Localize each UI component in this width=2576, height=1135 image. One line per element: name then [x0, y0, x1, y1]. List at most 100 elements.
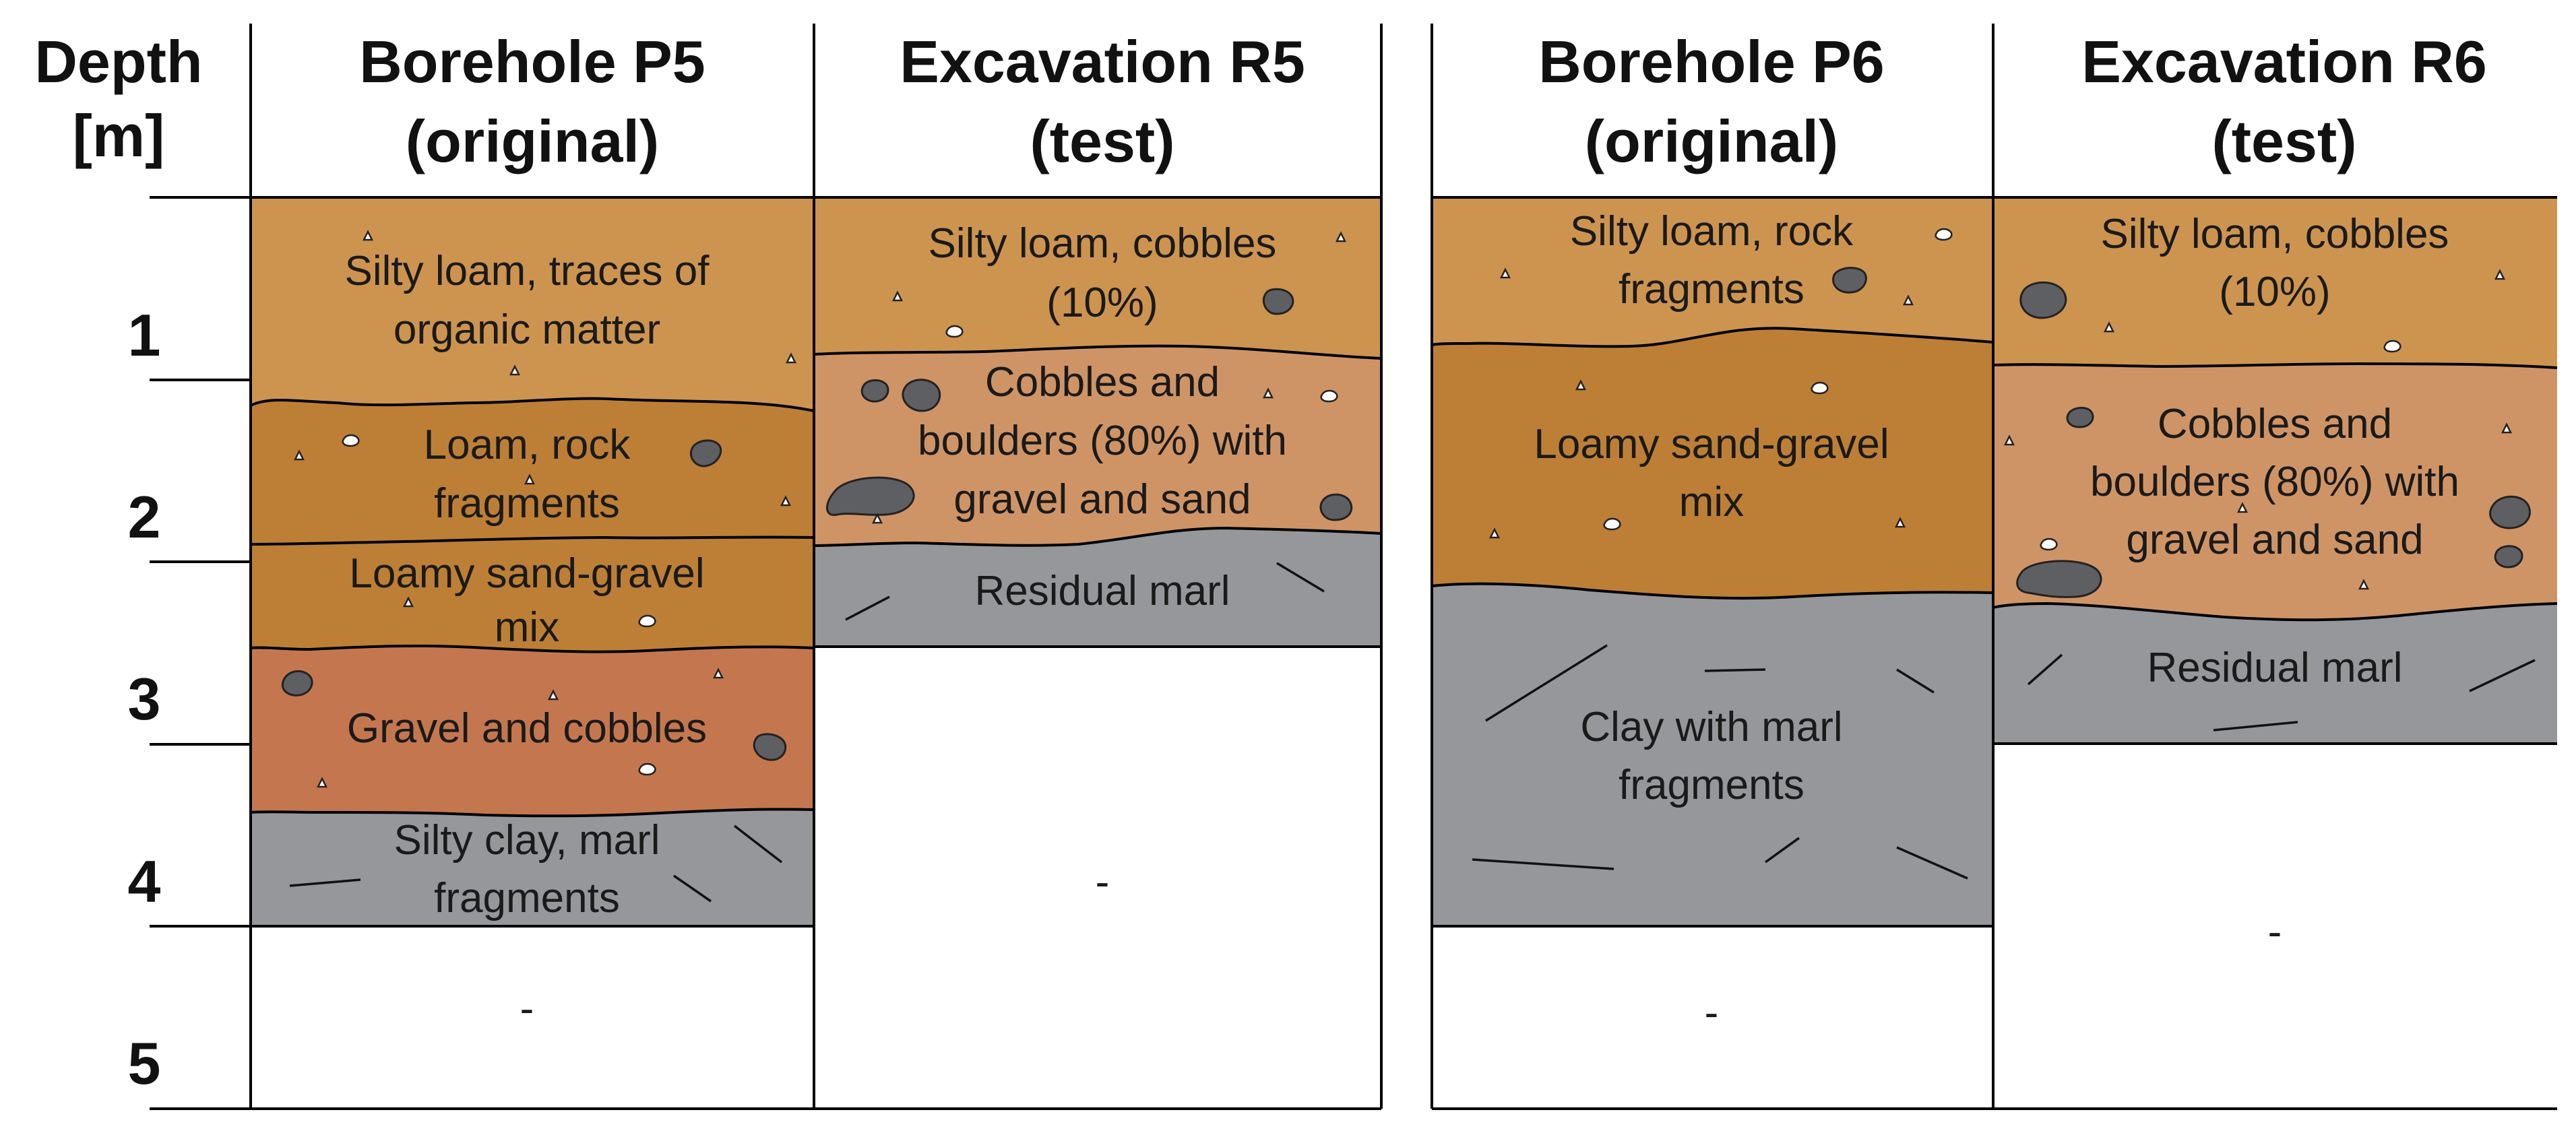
pebble-icon: [1488, 527, 1501, 539]
pebble-icon: [1499, 267, 1511, 279]
marl-fragment-mark: [1472, 858, 1614, 870]
pebble-icon: [547, 689, 559, 701]
stone-icon: [2016, 560, 2102, 598]
layer-label: Silty loam, cobbles: [929, 220, 1277, 267]
layer-label: Silty loam, rock: [1570, 208, 1854, 255]
boundary-line: [1992, 602, 2558, 622]
layer-label: Silty loam, cobbles: [2101, 211, 2449, 257]
layer-label: fragments: [1619, 266, 1804, 313]
boundary-line: [1431, 327, 1994, 348]
layer-p5-loamy-sand-gravel: [251, 537, 814, 652]
marl-fragment-mark: [1704, 668, 1766, 672]
layer-r5-residual-marl: [814, 528, 1381, 647]
pebble-icon: [2358, 579, 2370, 590]
layer-boundaries: [250, 327, 2558, 928]
depth-tick-label-3: 3: [128, 666, 161, 732]
pebble-icon: [2383, 339, 2401, 353]
column-subtitle-r6: (test): [2211, 108, 2356, 174]
marl-fragment-mark: [1485, 644, 1608, 722]
stone-icon: [2066, 407, 2094, 428]
depth-axis: Depth [m] 1 2 3 4 5: [34, 28, 202, 1097]
layer-label: Loamy sand-gravel: [349, 550, 704, 597]
boundary-line: [813, 344, 1382, 360]
boundary-line: [250, 536, 815, 546]
empty-marker: -: [1705, 990, 1719, 1036]
marl-fragment-mark: [2469, 659, 2536, 692]
pebble-icon: [509, 364, 521, 376]
layer-label: fragments: [1619, 762, 1804, 808]
layer-label: gravel and sand: [2126, 517, 2423, 563]
pebble-icon: [2501, 422, 2513, 434]
stone-icon: [902, 379, 941, 412]
depth-tick-label-4: 4: [128, 848, 161, 915]
column-title-p5: Borehole P5: [359, 28, 705, 95]
layer-label: mix: [495, 604, 559, 651]
stone-icon: [2489, 495, 2531, 529]
column-excavation-r6-layers: [1993, 197, 2557, 744]
depth-tick-label-1: 1: [128, 302, 161, 368]
marl-fragment-marks: [289, 562, 2536, 903]
layer-p6-loamy-sand-gravel: [1432, 328, 1993, 599]
layer-label: Residual marl: [2147, 645, 2402, 691]
layer-label: Clay with marl: [1580, 704, 1842, 750]
boundary-line: [250, 644, 815, 653]
pebble-icon: [638, 614, 656, 628]
layer-labels: Silty loam, traces of organic matter Loa…: [345, 208, 2459, 1036]
column-subtitle-p5: (original): [406, 108, 659, 174]
depth-tick-label-2: 2: [128, 484, 161, 550]
boundary-line: [813, 526, 1382, 547]
pebble-icon: [785, 352, 797, 364]
empty-marker: -: [1096, 859, 1110, 905]
pebble-icon: [1575, 379, 1587, 391]
depth-header-line1: Depth: [34, 28, 202, 95]
layer-p5-silty-loam: [251, 197, 814, 411]
layer-p5-gravel-cobbles: [251, 645, 814, 816]
column-borehole-p6-layers: [1432, 197, 1993, 926]
marl-fragment-mark: [289, 878, 361, 887]
layer-label: boulders (80%) with: [2090, 459, 2459, 505]
column-subtitle-p6: (original): [1585, 108, 1838, 174]
marl-fragment-mark: [673, 874, 712, 903]
layer-r5-silty-loam: [814, 197, 1381, 358]
layer-label: fragments: [434, 480, 620, 527]
stone-icon: [753, 733, 787, 761]
layer-label: Cobbles and: [2158, 401, 2392, 447]
layer-label: Residual marl: [974, 568, 1230, 614]
marl-fragment-mark: [2027, 653, 2063, 686]
layer-r6-cobbles-boulders: [1993, 364, 2557, 620]
column-title-r5: Excavation R5: [900, 28, 1305, 95]
column-title-r6: Excavation R6: [2081, 28, 2487, 95]
pebble-icon: [712, 668, 724, 679]
column-title-p6: Borehole P6: [1538, 28, 1884, 95]
layer-label: gravel and sand: [953, 476, 1251, 523]
pebble-icon: [780, 495, 792, 507]
pebble-icon: [1811, 381, 1829, 395]
layer-p5-silty-clay-marl: [251, 809, 814, 926]
pebble-icon: [2103, 321, 2115, 333]
stone-icon: [2494, 545, 2523, 569]
column-borehole-p5-layers: [251, 197, 814, 926]
layer-p6-clay-marl: [1432, 583, 1993, 926]
stone-icon: [2019, 281, 2067, 319]
pebble-icon: [362, 230, 374, 241]
pebble-icon: [1320, 389, 1338, 403]
stone-icon: [1832, 267, 1867, 294]
layer-r6-silty-loam: [1993, 197, 2557, 368]
grid-lines: [150, 24, 2557, 1110]
layer-label: Loam, rock: [424, 422, 631, 468]
pebble-icon: [2040, 538, 2058, 551]
pebble-icon: [638, 763, 656, 776]
pebble-icon: [871, 513, 883, 524]
depth-tick-label-5: 5: [128, 1030, 161, 1097]
stone-icon: [1262, 288, 1294, 315]
pebble-icon: [891, 290, 904, 302]
pebble-icon: [1335, 231, 1347, 242]
layer-label: Silty loam, traces of: [345, 248, 710, 294]
column-excavation-r5-layers: [814, 197, 1381, 647]
marl-fragment-mark: [1764, 837, 1800, 864]
layer-label: fragments: [434, 875, 620, 921]
layer-r6-residual-marl: [1993, 604, 2557, 744]
pebble-icon: [1902, 294, 1914, 306]
layer-label: Silty clay, marl: [394, 817, 660, 864]
